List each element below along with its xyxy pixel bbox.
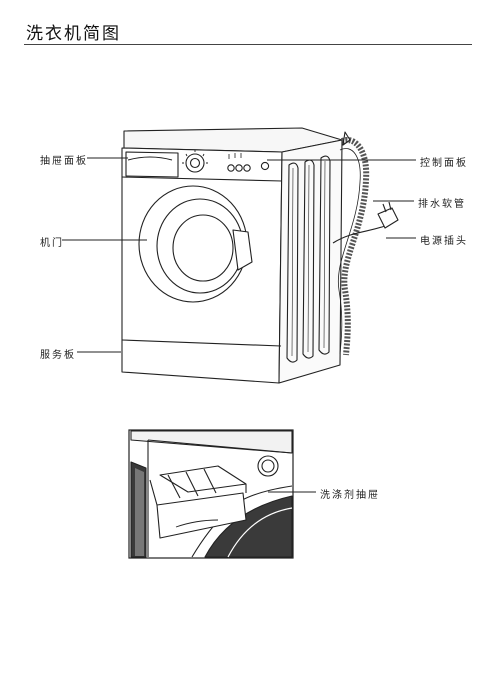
label-door: 机门	[40, 238, 64, 249]
label-service-panel: 服务板	[40, 350, 76, 361]
label-control-panel: 控制面板	[420, 158, 468, 169]
title-rule	[24, 44, 472, 45]
label-detergent-drawer: 洗涤剂抽屉	[320, 490, 380, 501]
page-title: 洗衣机简图	[26, 24, 121, 44]
label-drawer-panel: 抽屉面板	[40, 156, 88, 167]
label-drain-hose: 排水软管	[418, 199, 466, 210]
label-power-plug: 电源插头	[420, 236, 468, 247]
